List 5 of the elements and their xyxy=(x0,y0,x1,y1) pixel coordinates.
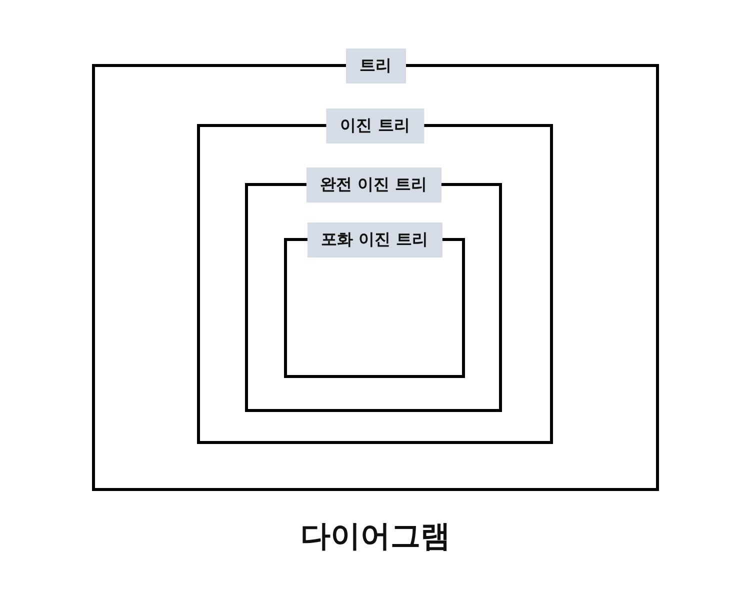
caption: 다이어그램 xyxy=(300,518,452,556)
box-label: 완전 이진 트리 xyxy=(306,167,442,202)
box-label: 포화 이진 트리 xyxy=(306,222,442,257)
box-label: 트리 xyxy=(346,48,406,83)
box-label: 이진 트리 xyxy=(326,108,424,143)
